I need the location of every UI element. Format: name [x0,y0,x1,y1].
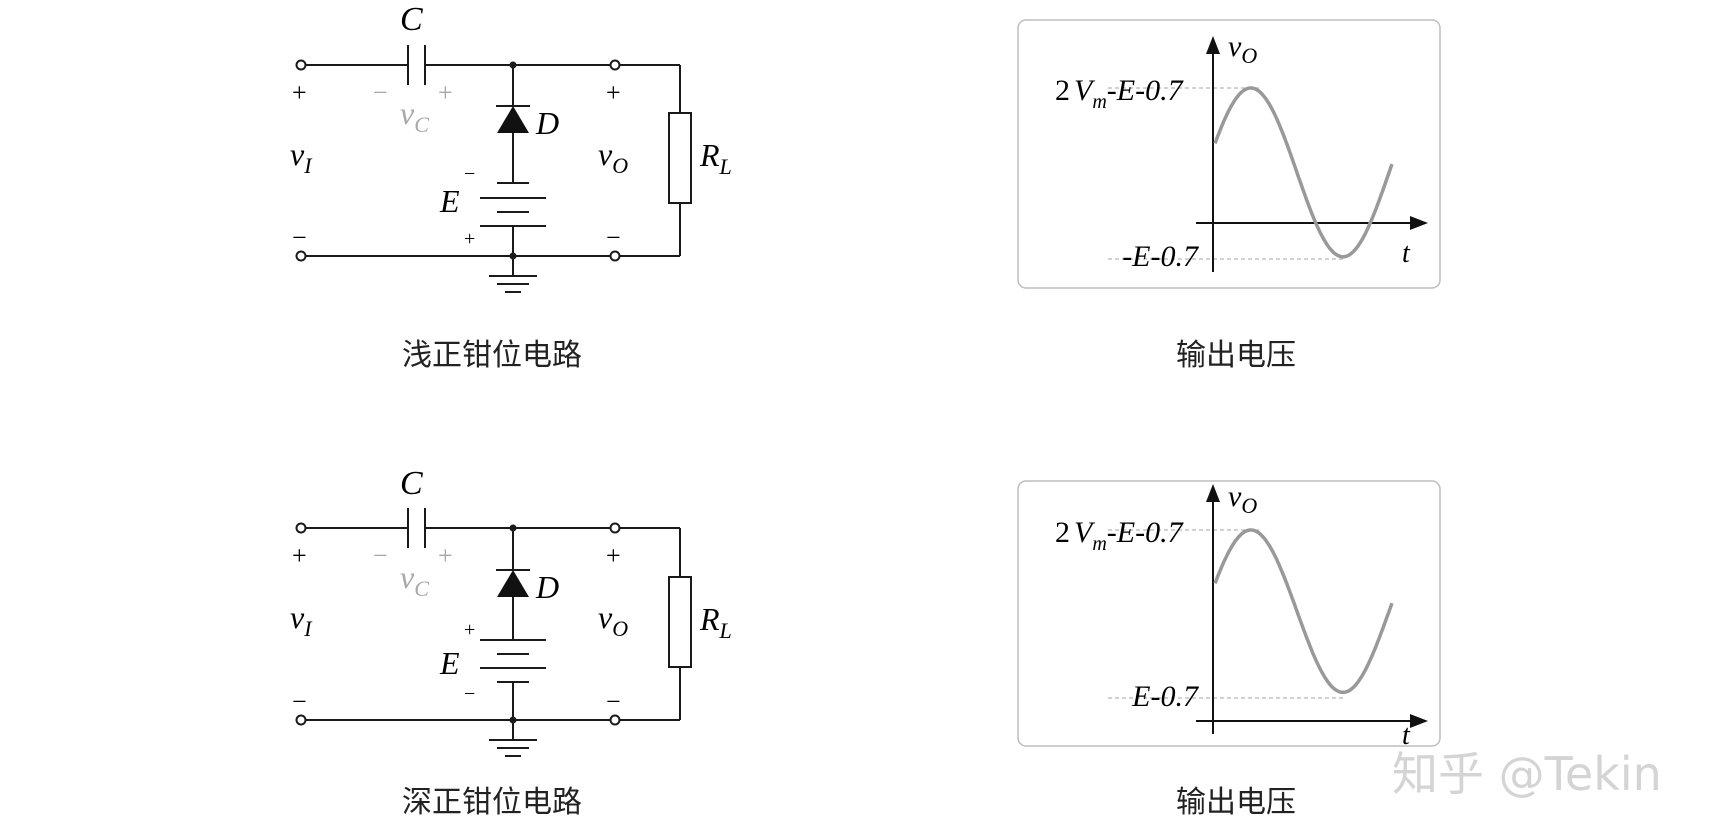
diode-label: D [535,569,559,605]
battery-bottom-sign: − [464,683,475,705]
input-voltage-label: vI [290,136,313,178]
watermark-text: 知乎 @Tekin [1392,747,1662,801]
output-voltage-label: vO [598,599,628,641]
circuit-deep-positive-clamper: C D E + − RL + − vI + − vO − + vC 深正钳位电路 [290,465,732,820]
output-minus-sign: − [606,687,621,716]
capacitor-minus-sign: − [373,541,388,570]
load-resistor [668,576,692,668]
x-axis-label: t [1402,238,1411,269]
circuit-caption: 浅正钳位电路 [402,338,582,373]
capacitor-minus-sign: − [373,78,388,107]
input-terminal-top [295,59,307,71]
diode-label: D [535,105,559,141]
battery-label: E [439,183,460,219]
load-resistor [668,112,692,204]
capacitor-voltage-label: vC [400,559,429,601]
battery-label: E [439,645,460,681]
x-axis-label: t [1402,720,1411,751]
circuit-caption: 深正钳位电路 [402,785,582,820]
capacitor-voltage-label: vC [400,95,429,137]
y-axis-arrow [1206,484,1220,502]
output-terminal-top [609,59,621,71]
diode-triangle [497,106,529,133]
input-minus-sign: − [292,223,307,252]
output-plus-sign: + [606,541,621,570]
capacitor-label: C [400,465,423,502]
graph-caption: 输出电压 [1176,785,1296,820]
input-plus-sign: + [292,78,307,107]
input-minus-sign: − [292,687,307,716]
resistor-label: RL [699,601,732,643]
capacitor-label: C [400,1,423,38]
input-terminal-top [295,522,307,534]
y-axis-label: vO [1228,30,1257,68]
y-axis-label: vO [1228,480,1257,518]
output-waveform [1213,528,1394,695]
output-waveform [1213,86,1394,259]
graph-caption: 输出电压 [1176,338,1296,373]
output-terminal-top [609,522,621,534]
x-axis-arrow [1410,216,1428,230]
battery-bottom-sign: + [464,228,475,250]
min-value-label: E-0.7 [1131,680,1200,713]
output-terminal-bottom [609,714,621,726]
output-terminal-bottom [609,250,621,262]
graph-panel [1017,19,1441,289]
x-axis-arrow [1410,714,1428,728]
input-plus-sign: + [292,541,307,570]
output-voltage-label: vO [598,136,628,178]
capacitor-plus-sign: + [438,78,453,107]
graph-panel [1017,480,1441,747]
min-value-label: -E-0.7 [1122,240,1200,273]
output-minus-sign: − [606,223,621,252]
circuit-shallow-positive-clamper: C D E − + RL + − vI + − vO − + vC 浅正钳位电路 [290,1,732,373]
diode-triangle [497,570,529,597]
capacitor-plus-sign: + [438,541,453,570]
input-terminal-bottom [295,714,307,726]
battery-top-sign: + [464,619,475,641]
input-voltage-label: vI [290,599,313,641]
resistor-label: RL [699,137,732,179]
output-plus-sign: + [606,78,621,107]
battery-top-sign: − [464,163,475,185]
input-terminal-bottom [295,250,307,262]
y-axis-arrow [1206,36,1220,54]
